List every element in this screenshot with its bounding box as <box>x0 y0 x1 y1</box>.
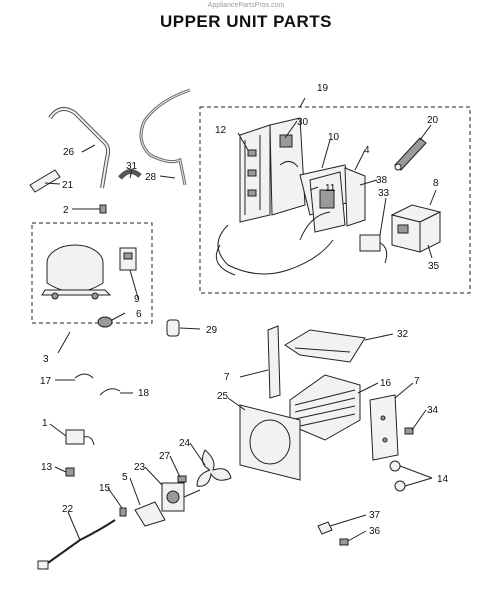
callout-38: 38 <box>376 175 388 186</box>
leader-lines <box>44 120 437 542</box>
wire-17 <box>74 373 94 379</box>
callout-15: 15 <box>99 483 111 494</box>
evaporator-16 <box>289 374 361 441</box>
compressor <box>41 244 112 300</box>
callout-37: 37 <box>369 510 381 521</box>
callout-5: 5 <box>122 472 128 483</box>
bracket-8 <box>390 204 442 253</box>
screw-15 <box>119 507 127 517</box>
callout-29: 29 <box>206 325 218 336</box>
drier-21 <box>29 169 61 193</box>
connector-33 <box>359 234 388 264</box>
tube-28 <box>139 88 191 186</box>
grommet-14 <box>389 460 406 492</box>
screw-2 <box>99 204 107 214</box>
callout-32: 32 <box>397 329 409 340</box>
back-panel <box>269 117 306 216</box>
callout-25: 25 <box>217 391 229 402</box>
wire-18 <box>99 388 121 396</box>
bracket-7-left <box>267 325 281 399</box>
callout-35: 35 <box>428 261 440 272</box>
grommet-6 <box>97 316 113 328</box>
callout-14: 14 <box>437 474 449 485</box>
bracket-5 <box>134 501 166 527</box>
cover-32 <box>284 329 366 363</box>
callout-11: 11 <box>325 183 336 194</box>
callout-28: 28 <box>145 172 157 183</box>
callout-17: 17 <box>40 376 52 387</box>
fan-motor-23 <box>161 482 201 512</box>
callout-30: 30 <box>297 117 309 128</box>
callout-22: 22 <box>62 504 74 515</box>
callout-1: 1 <box>42 418 48 429</box>
callout-8: 8 <box>433 178 439 189</box>
part-27 <box>177 475 187 483</box>
control-box-outline <box>199 106 471 294</box>
part-37 <box>317 521 333 535</box>
bracket-7-right <box>369 394 399 461</box>
harness-22 <box>37 519 116 570</box>
callout-6: 6 <box>136 309 142 320</box>
callout-2: 2 <box>63 205 69 216</box>
callout-16: 16 <box>380 378 392 389</box>
relay-9 <box>119 247 137 271</box>
callout-7-right: 7 <box>414 376 420 387</box>
sensor-20 <box>394 137 427 171</box>
callout-34: 34 <box>427 405 439 416</box>
screw-34 <box>404 427 414 435</box>
callout-20: 20 <box>427 115 439 126</box>
inner-harness <box>217 224 334 275</box>
callout-19: 19 <box>317 83 329 94</box>
callout-3: 3 <box>43 354 49 365</box>
callout-12: 12 <box>215 125 227 136</box>
callout-33: 33 <box>378 188 390 199</box>
callout-36: 36 <box>369 526 381 537</box>
relay-board <box>299 164 366 233</box>
fan-blade-24 <box>196 449 232 487</box>
watermark: AppliancePartsPros.com <box>207 2 285 9</box>
control-board <box>239 124 271 223</box>
callout-13: 13 <box>41 462 53 473</box>
callout-27: 27 <box>159 451 171 462</box>
tube-31 <box>118 169 142 180</box>
bushing-29 <box>166 319 180 337</box>
tube-26 <box>48 107 111 189</box>
callout-23: 23 <box>134 462 146 473</box>
callout-4: 4 <box>364 145 370 156</box>
overload-1 <box>65 429 95 446</box>
compressor-box-outline <box>31 222 153 324</box>
clip-13 <box>65 467 75 477</box>
part-36 <box>339 538 349 546</box>
callout-26: 26 <box>63 147 75 158</box>
page-title: UPPER UNIT PARTS <box>159 12 333 31</box>
callout-10: 10 <box>328 132 340 143</box>
callout-31: 31 <box>126 161 138 172</box>
callout-9: 9 <box>134 294 140 305</box>
callout-7-left: 7 <box>224 372 230 383</box>
callout-24: 24 <box>179 438 191 449</box>
fan-shroud-25 <box>239 404 301 481</box>
callout-21: 21 <box>62 180 74 191</box>
callout-18: 18 <box>138 388 150 399</box>
